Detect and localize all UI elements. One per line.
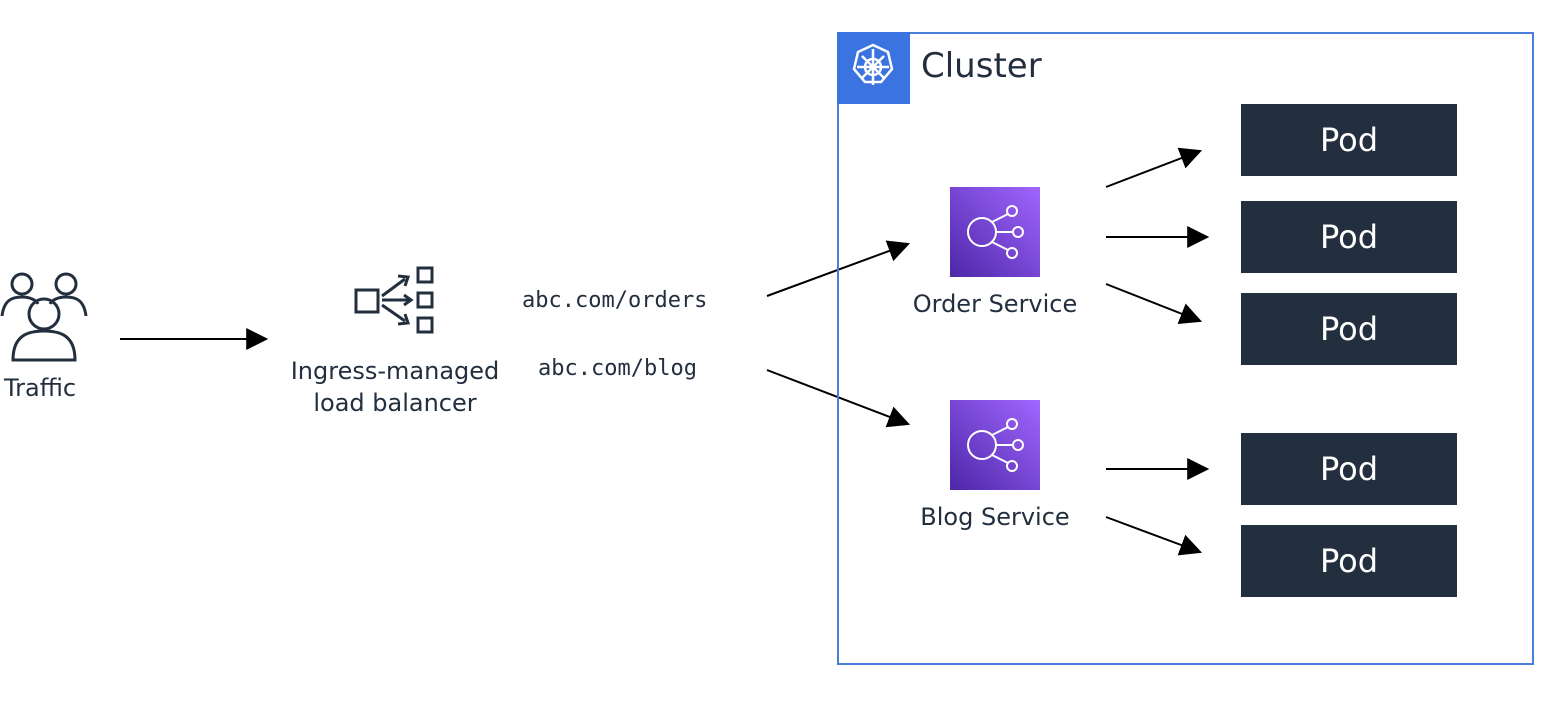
pod-5: Pod <box>1241 525 1457 597</box>
route-blog: abc.com/blog <box>538 356 697 381</box>
blog-service-label: Blog Service <box>920 503 1070 531</box>
route-orders: abc.com/orders <box>522 288 708 313</box>
load-balancer-icon <box>354 266 434 334</box>
cluster-boundary <box>837 32 1534 665</box>
traffic-label: Traffic <box>4 374 77 402</box>
users-icon <box>0 272 88 362</box>
pod-1: Pod <box>1241 104 1457 176</box>
service-endpoints-icon <box>967 418 1024 472</box>
load-balancer-label-line2: load balancer <box>313 389 477 417</box>
pod-3: Pod <box>1241 293 1457 365</box>
load-balancer-label-line1: Ingress-managed <box>290 357 500 385</box>
pod-4: Pod <box>1241 433 1457 505</box>
service-endpoints-icon <box>967 205 1024 259</box>
kubernetes-helm-icon <box>852 43 894 85</box>
load-balancer-label: Ingress-managed load balancer <box>282 355 508 419</box>
pod-2: Pod <box>1241 201 1457 273</box>
order-service-label: Order Service <box>912 290 1078 318</box>
arrow-blog-to-pod-5 <box>1105 516 1203 556</box>
arrow-order-to-pod-1 <box>1105 147 1203 188</box>
cluster-title: Cluster <box>921 46 1042 86</box>
arrow-order-to-pod-3 <box>1105 283 1203 324</box>
